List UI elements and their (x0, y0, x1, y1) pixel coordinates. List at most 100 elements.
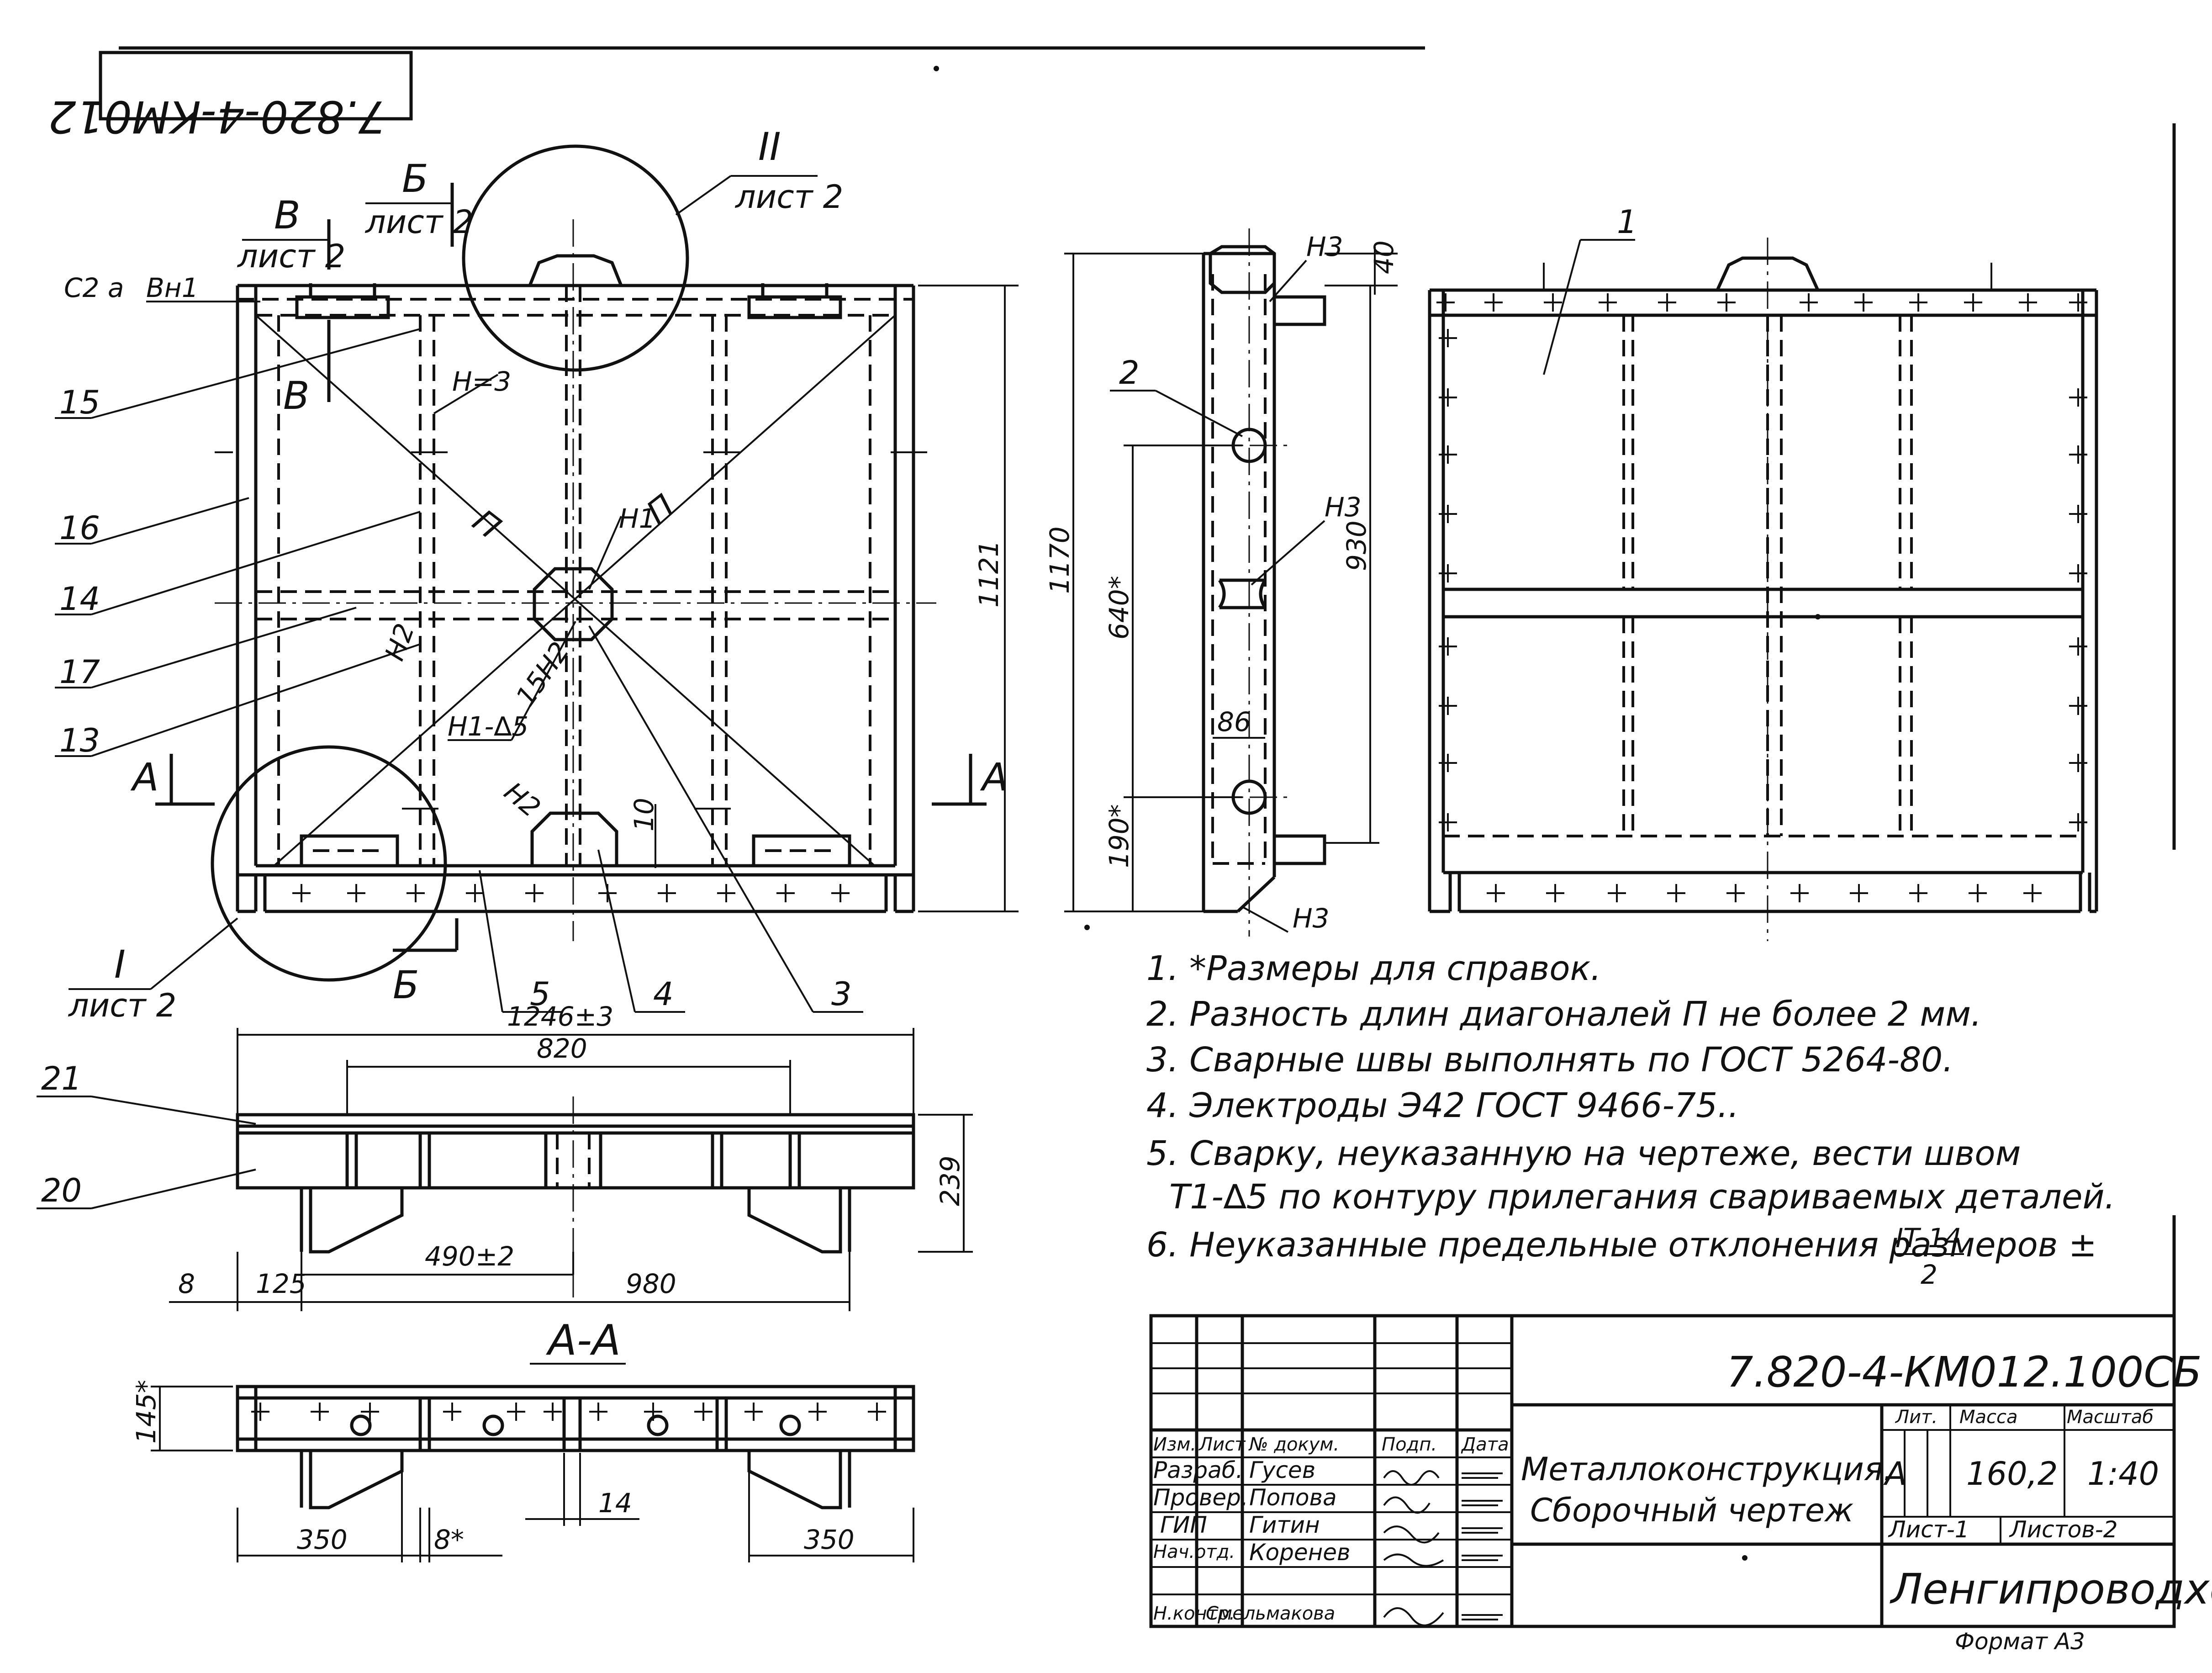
svg-text:1: 1 (1617, 203, 1637, 241)
svg-text:Масштаб: Масштаб (2067, 1407, 2154, 1428)
svg-text:2: 2 (1921, 1259, 1937, 1290)
svg-text:Н3: Н3 (1293, 903, 1330, 934)
svg-text:5: 5 (530, 975, 550, 1013)
svg-text:10: 10 (628, 798, 660, 831)
svg-text:Вн1: Вн1 (146, 272, 199, 303)
svg-text:239: 239 (934, 1155, 966, 1206)
svg-text:Н3: Н3 (1306, 231, 1343, 262)
svg-text:Н1: Н1 (619, 503, 656, 534)
svg-text:Лист-1: Лист-1 (1888, 1516, 1969, 1543)
node-I-callout: I лист 2 (68, 917, 238, 1024)
dot-mark (1742, 1555, 1747, 1561)
svg-text:А-А: А-А (546, 1316, 621, 1365)
svg-text:160,2: 160,2 (1966, 1455, 2058, 1493)
svg-text:20: 20 (41, 1172, 82, 1209)
bottom-position-leaders: 5 4 3 (479, 625, 863, 1013)
svg-text:Н=3: Н=3 (452, 366, 511, 397)
svg-text:Сборочный чертеж: Сборочный чертеж (1530, 1492, 1853, 1529)
svg-text:3: 3 (831, 975, 852, 1013)
svg-text:Попова: Попова (1249, 1484, 1337, 1511)
date-scribbles (1462, 1472, 1503, 1620)
svg-text:820: 820 (537, 1033, 587, 1064)
svg-text:4: 4 (653, 975, 674, 1013)
svg-text:Листов-2: Листов-2 (2009, 1516, 2118, 1543)
svg-text:Провер.: Провер. (1153, 1484, 1248, 1511)
svg-text:8*: 8* (434, 1524, 464, 1555)
node-I-circle (211, 745, 447, 982)
svg-text:Коренев: Коренев (1249, 1539, 1351, 1566)
section-marker-b-top: Б лист 2 (364, 156, 473, 247)
svg-text:4. Электроды Э42 ГОСТ 9466-75.: 4. Электроды Э42 ГОСТ 9466-75.. (1146, 1086, 1739, 1125)
svg-text:Н3: Н3 (1325, 492, 1362, 523)
section-marker-a-right: А (932, 754, 1008, 806)
svg-text:6. Неуказанные предельные откл: 6. Неуказанные предельные отклонения раз… (1146, 1225, 2097, 1265)
svg-text:145*: 145* (131, 1380, 162, 1444)
svg-text:Т1-∆5 по контуру прилегания св: Т1-∆5 по контуру прилегания свариваемых … (1169, 1177, 2115, 1217)
dot-mark (1815, 614, 1821, 619)
section-marker-b-bottom: Б (393, 918, 459, 1007)
svg-text:14: 14 (598, 1488, 632, 1519)
top-view: 1246±3 820 21 20 23 (37, 1001, 973, 1311)
svg-text:лист 2: лист 2 (734, 178, 843, 216)
node-II-callout: II лист 2 (675, 124, 843, 216)
svg-text:лист 2: лист 2 (68, 987, 176, 1024)
svg-text:86: 86 (1217, 706, 1251, 737)
svg-text:930: 930 (1341, 520, 1372, 571)
section-marker-a-left: А (130, 754, 215, 806)
svg-text:Н2: Н2 (379, 619, 420, 665)
svg-text:1. *Размеры для справок.: 1. *Размеры для справок. (1146, 949, 1601, 988)
svg-text:1121: 1121 (973, 540, 1004, 608)
section-marker-v-mid: В (283, 320, 331, 418)
svg-text:5. Сварку, неуказанную на черт: 5. Сварку, неуказанную на чертеже, вести… (1146, 1134, 2021, 1173)
svg-text:7.820-4-КМ012.100СБ: 7.820-4-КМ012.100СБ (1726, 1348, 2202, 1397)
section-aa-title: А-А (530, 1316, 626, 1365)
svg-text:Металлоконструкция.: Металлоконструкция. (1521, 1451, 1893, 1488)
svg-text:Н2: Н2 (498, 776, 546, 824)
svg-text:Б: Б (402, 156, 428, 201)
svg-text:2. Разность длин диагоналей П: 2. Разность длин диагоналей П не более 2… (1146, 995, 1982, 1034)
dim-1121: 1121 (918, 285, 1019, 912)
svg-text:21: 21 (41, 1060, 82, 1097)
svg-text:13: 13 (59, 722, 100, 759)
dim-10: 10 (628, 798, 660, 868)
section-marker-v-top: В лист 2 (237, 193, 345, 275)
svg-text:С2 а: С2 а (64, 272, 124, 303)
svg-text:А: А (1883, 1455, 1907, 1493)
svg-text:2: 2 (1119, 354, 1140, 392)
svg-text:ГИП: ГИП (1160, 1512, 1207, 1538)
svg-text:Н.контр.: Н.контр. (1153, 1603, 1235, 1624)
svg-text:Лит.: Лит. (1895, 1407, 1937, 1428)
svg-text:А: А (980, 755, 1008, 799)
dot-mark (934, 66, 939, 71)
svg-text:I: I (114, 942, 126, 987)
svg-text:лист 2: лист 2 (364, 203, 473, 241)
svg-text:Изм.: Изм. (1153, 1434, 1196, 1455)
front-view (211, 144, 936, 982)
svg-text:Б: Б (393, 963, 419, 1007)
svg-text:15: 15 (59, 384, 100, 421)
svg-text:Смельмакова: Смельмакова (1206, 1603, 1335, 1624)
svg-text:Нач.отд.: Нач.отд. (1153, 1541, 1235, 1562)
rotated-code-stamp: 7.820-4-КМ012 (48, 51, 413, 142)
signature-scribbles (1383, 1470, 1444, 1626)
svg-text:Подп.: Подп. (1382, 1434, 1437, 1455)
svg-text:3. Сварные швы выполнять по ГО: 3. Сварные швы выполнять по ГОСТ 5264-80… (1146, 1040, 1953, 1080)
svg-text:40: 40 (1368, 240, 1399, 274)
plan-view: 1 (1428, 203, 2098, 941)
svg-text:350: 350 (297, 1524, 348, 1555)
svg-text:640*: 640* (1103, 576, 1135, 640)
svg-text:В: В (274, 193, 301, 238)
svg-text:Гитин: Гитин (1249, 1512, 1320, 1538)
svg-text:Н1-∆5: Н1-∆5 (448, 711, 528, 742)
svg-text:1246±3: 1246±3 (507, 1001, 613, 1032)
svg-text:1:40: 1:40 (2087, 1455, 2159, 1493)
svg-text:В: В (283, 373, 310, 418)
svg-text:16: 16 (59, 509, 100, 547)
title-block: 7.820-4-КМ012.100СБ Металлоконструкция. … (1149, 1314, 2212, 1628)
side-view: 1170 2 Н3 Н3 Н3 (1044, 228, 1399, 937)
svg-text:№ докум.: № докум. (1248, 1434, 1339, 1455)
svg-text:Гусев: Гусев (1249, 1457, 1315, 1483)
svg-text:Ленгипроводхоз: Ленгипроводхоз (1890, 1565, 2212, 1614)
section-aa-view: 145* 350 8* 14 350 (131, 1380, 915, 1562)
